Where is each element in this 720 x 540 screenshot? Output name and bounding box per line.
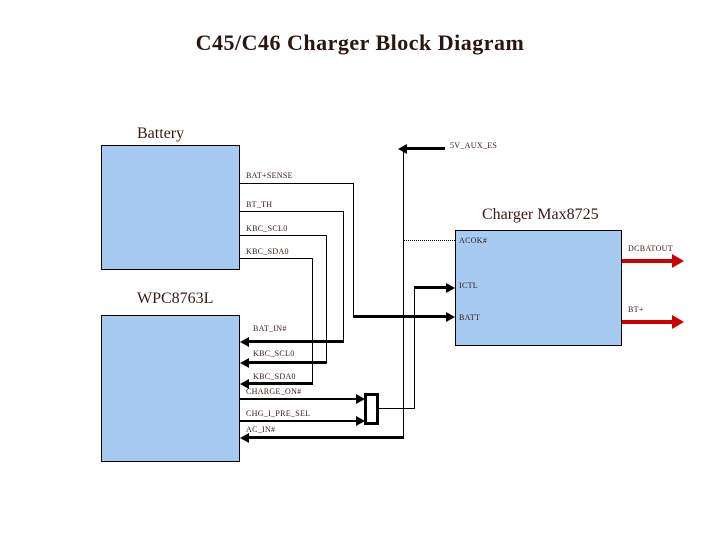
wire-ac-in [247, 436, 404, 439]
battery-block [101, 145, 240, 270]
signal-label-bat-sense: BAT+SENSE [246, 171, 293, 180]
charger-block [455, 230, 622, 346]
arrowhead-ictl-icon [446, 283, 455, 293]
signal-label-charge-on: CHARGE_ON# [246, 387, 302, 396]
signal-label-bt-th: BT_TH [246, 200, 273, 209]
arrowhead-bt-plus-icon [672, 315, 684, 329]
arrowhead-charge-on-icon [356, 394, 365, 404]
wire-acok-dotted [403, 240, 455, 241]
pin-label-acok: ACOK# [459, 236, 488, 245]
wire-kbc-sda0-bottom [247, 382, 313, 385]
signal-label-5v-aux-es: 5V_AUX_ES [450, 141, 498, 150]
wire-bat-sense-h [240, 183, 353, 184]
wire-connector-out [379, 408, 415, 409]
wire-bt-th-v [343, 211, 344, 342]
arrowhead-dcbatout-icon [672, 254, 684, 268]
pin-label-ictl: ICTL [459, 281, 478, 290]
wire-chg-i-pre-sel [240, 420, 357, 422]
wire-kbc-scl0-h [240, 235, 326, 236]
wire-bt-plus [622, 320, 674, 324]
arrowhead-chg-i-pre-sel-icon [356, 416, 365, 426]
arrowhead-kbc-sda0-icon [240, 379, 249, 389]
wire-5v-aux [403, 147, 445, 150]
wire-bt-th-h [240, 211, 343, 212]
signal-label-bt-plus: BT+ [628, 305, 644, 314]
arrowhead-5v-aux-icon [398, 144, 407, 154]
arrowhead-ac-in-icon [240, 433, 249, 443]
signal-label-bat-in: BAT_IN# [253, 324, 287, 333]
signal-label-kbc-sda0-bottom: KBC_SDA0 [253, 372, 296, 381]
wire-kbc-scl0-bottom [247, 361, 327, 364]
battery-label: Battery [137, 125, 185, 142]
wpc-label: WPC8763L [137, 290, 214, 307]
wire-bat-sense-v [353, 183, 354, 317]
signal-label-ac-in: AC_IN# [246, 425, 276, 434]
wire-kbc-sda0-h [240, 258, 312, 259]
signal-label-chg-i-pre-sel: CHG_I_PRE_SEL [246, 409, 311, 418]
signal-label-kbc-scl0-top: KBC_SCL0 [246, 224, 288, 233]
arrowhead-bat-in-icon [240, 337, 249, 347]
wire-kbc-scl0-v [326, 235, 327, 363]
wire-dcbatout [622, 259, 674, 263]
charger-label: Charger Max8725 [482, 206, 599, 223]
signal-label-kbc-sda0-top: KBC_SDA0 [246, 247, 289, 256]
signal-label-kbc-scl0-bottom: KBC_SCL0 [253, 349, 295, 358]
wpc-block [101, 315, 240, 462]
wire-ictl-vertical [414, 288, 415, 408]
arrowhead-kbc-scl0-icon [240, 358, 249, 368]
page-title: C45/C46 Charger Block Diagram [195, 30, 525, 55]
wire-bat-in [247, 340, 344, 343]
connector-box [364, 393, 379, 425]
wire-5v-aux-vertical [403, 148, 404, 439]
pin-label-batt: BATT [459, 313, 481, 322]
arrowhead-batt-icon [446, 312, 455, 322]
signal-label-dcbatout: DCBATOUT [628, 244, 673, 253]
wire-charge-on [240, 398, 357, 400]
wire-batt [353, 315, 448, 318]
wire-kbc-sda0-v [312, 258, 313, 384]
wire-ictl [414, 286, 448, 289]
